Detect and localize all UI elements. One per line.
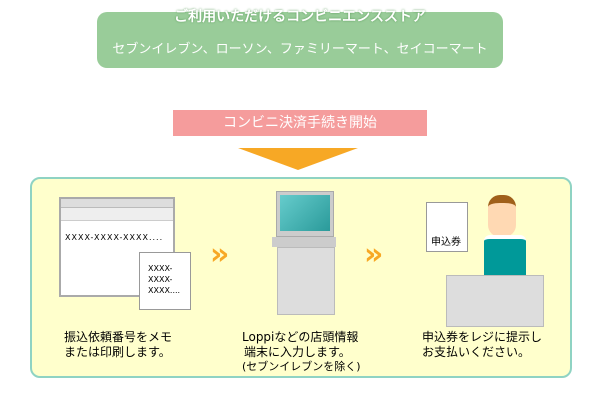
stores-list: セブンイレブン、ローソン、ファミリーマート、セイコーマート [112, 42, 488, 57]
stores-title: ご利用いただけるコンビニエンスストア [174, 9, 426, 25]
kiosk-screen [280, 195, 330, 231]
kiosk-terminal-illustration [276, 191, 334, 237]
caption-line: 端末に入力します。 [244, 345, 351, 359]
available-stores-box: ご利用いただけるコンビニエンスストア セブンイレブン、ローソン、ファミリーマート… [97, 9, 503, 68]
register-counter [446, 275, 544, 327]
caption-line: お支払いください。 [422, 345, 531, 359]
memo-line: XXXX.... [148, 286, 181, 295]
arrow-down-icon [238, 148, 358, 170]
payment-start-banner: コンビニ決済手続き開始 [173, 110, 427, 136]
caption-line: Loppiなどの店頭情報 [242, 330, 359, 344]
clerk-body [484, 235, 526, 279]
step1-caption: 振込依頼番号をメモ または印刷します。 [64, 330, 172, 360]
browser-window-illustration: XXXX-XXXX-XXXX.... [59, 197, 175, 297]
chevron-right-icon: » [210, 237, 230, 272]
caption-line: または印刷します。 [64, 345, 171, 359]
caption-line: (セブンイレブンを除く) [242, 360, 361, 373]
slip-label: 申込券 [431, 237, 461, 248]
step3-caption: 申込券をレジに提示し お支払いください。 [422, 330, 542, 360]
application-slip-illustration: 申込券 [426, 202, 468, 252]
step2-caption: Loppiなどの店頭情報 端末に入力します。 (セブンイレブンを除く) [242, 330, 361, 373]
clerk-head [488, 195, 516, 237]
reference-number: XXXX-XXXX-XXXX.... [65, 233, 164, 242]
chevron-right-icon: » [364, 237, 384, 272]
steps-panel: XXXX-XXXX-XXXX.... XXXX- XXXX- XXXX.... … [30, 177, 572, 378]
caption-line: 振込依頼番号をメモ [64, 330, 173, 344]
memo-line: XXXX- [148, 275, 173, 284]
kiosk-body [277, 247, 335, 315]
memo-document-illustration: XXXX- XXXX- XXXX.... [139, 252, 191, 310]
memo-line: XXXX- [148, 264, 173, 273]
kiosk-keyboard [272, 237, 336, 247]
caption-line: 申込券をレジに提示し [422, 330, 543, 344]
